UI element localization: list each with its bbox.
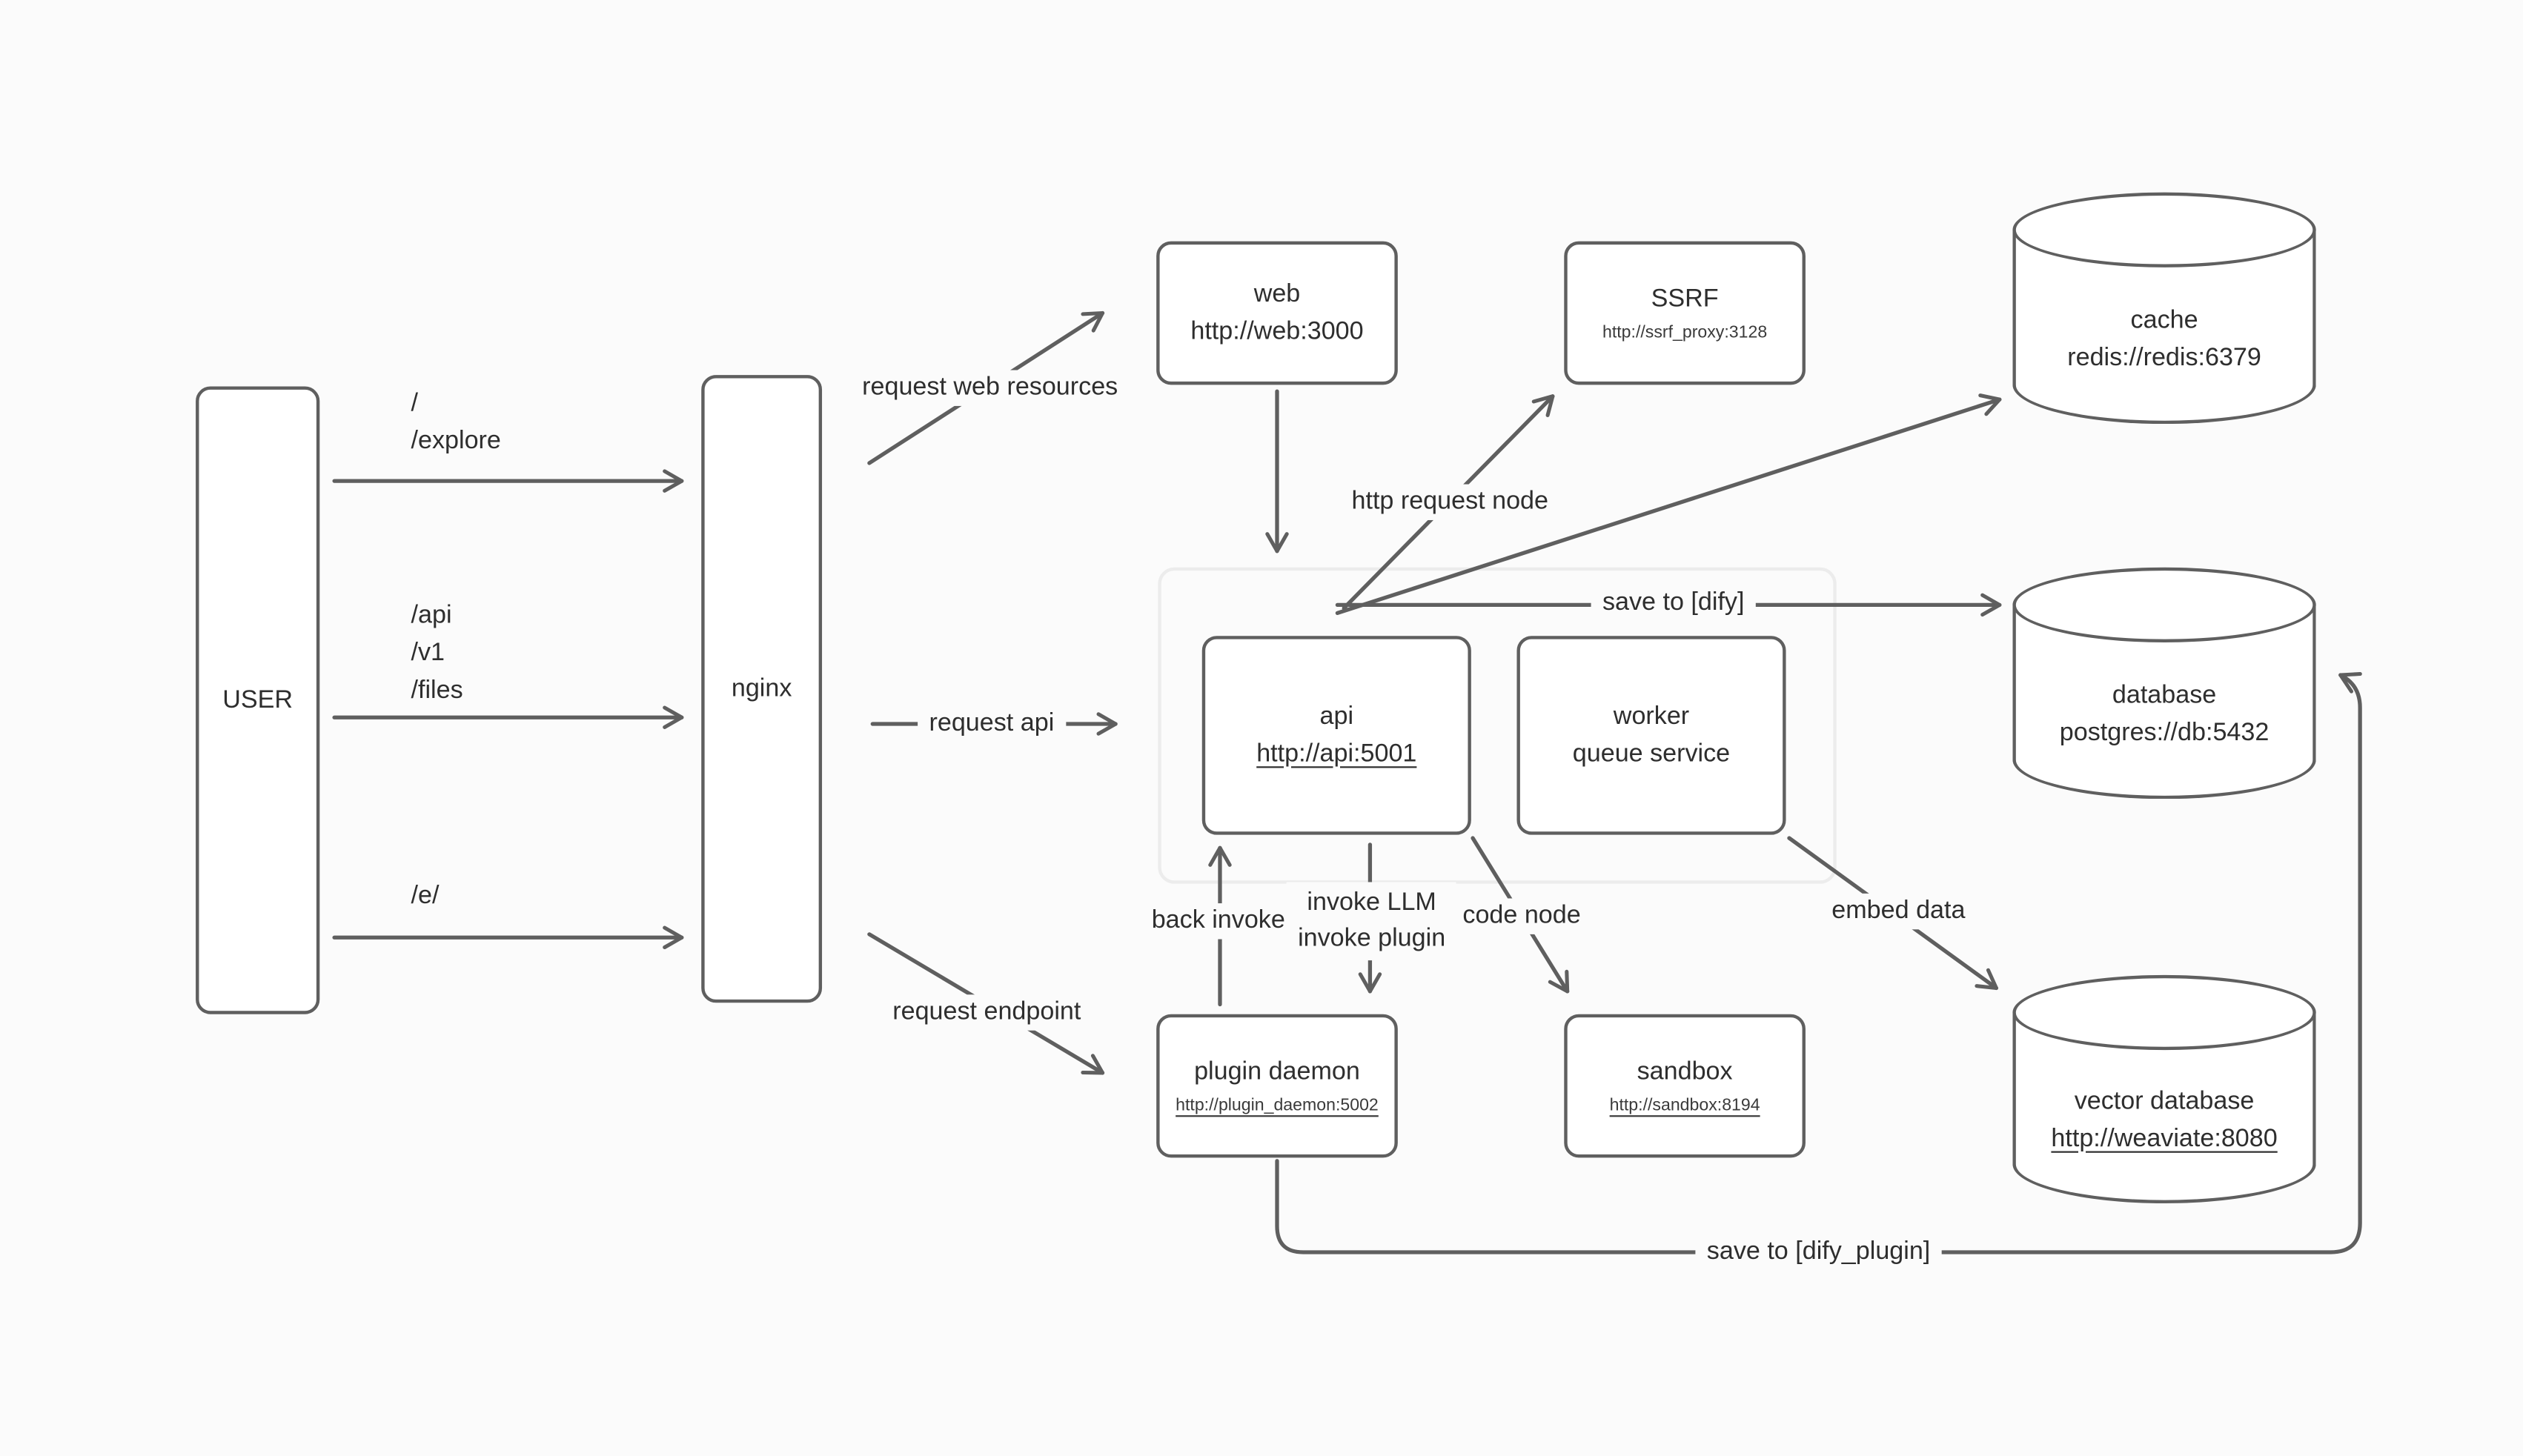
route-labels-e: /e/ — [411, 877, 440, 915]
cache-title: cache — [2130, 305, 2198, 334]
sandbox-node: sandbox http://sandbox:8194 — [1564, 1014, 1806, 1158]
edge-label-request-web-resources: request web resources — [850, 370, 1130, 406]
edge-label-code-node: code node — [1451, 898, 1593, 934]
cache-url: redis://redis:6379 — [2067, 343, 2261, 371]
plugin-daemon-node: plugin daemon http://plugin_daemon:5002 — [1156, 1014, 1398, 1158]
database-title: database — [2112, 680, 2217, 709]
nginx-node: nginx — [701, 375, 823, 1003]
route-api: /api — [411, 601, 452, 630]
edge-label-invoke-llm: invoke LLM — [1307, 888, 1436, 917]
nginx-label: nginx — [731, 674, 792, 702]
vector-database-title: vector database — [2074, 1086, 2255, 1115]
cache-node: cache redis://redis:6379 — [2012, 192, 2316, 425]
ssrf-node: SSRF http://ssrf_proxy:3128 — [1564, 241, 1806, 385]
edge-label-back-invoke: back invoke — [1140, 903, 1297, 940]
worker-subtitle: queue service — [1572, 739, 1731, 768]
edge-label-save-to-dify-plugin: save to [dify_plugin] — [1695, 1234, 1942, 1271]
worker-title: worker — [1613, 702, 1690, 730]
edge-label-invoke-plugin: invoke plugin — [1298, 924, 1446, 953]
api-title: api — [1319, 702, 1354, 730]
cylinder-top — [2012, 974, 2316, 1051]
web-title: web — [1253, 279, 1301, 308]
vector-database-node: vector database http://weaviate:8080 — [2012, 974, 2316, 1203]
sandbox-url: http://sandbox:8194 — [1609, 1094, 1760, 1115]
ssrf-url: http://ssrf_proxy:3128 — [1602, 322, 1768, 342]
edge-label-save-to-dify: save to [dify] — [1591, 585, 1756, 622]
edge-label-embed-data: embed data — [1820, 893, 1977, 930]
user-label: USER — [222, 685, 294, 714]
route-labels-api: /api /v1 /files — [411, 596, 463, 709]
database-node: database postgres://db:5432 — [2012, 567, 2316, 800]
route-explore: /explore — [411, 427, 501, 455]
web-url: http://web:3000 — [1190, 316, 1364, 345]
edge-label-http-request-node: http request node — [1340, 484, 1560, 520]
api-url: http://api:5001 — [1256, 739, 1417, 768]
edge-label-invoke: invoke LLM invoke plugin — [1286, 882, 1457, 961]
route-files: /files — [411, 677, 463, 705]
cylinder-top — [2012, 192, 2316, 267]
web-node: web http://web:3000 — [1156, 241, 1398, 385]
plugin-daemon-url: http://plugin_daemon:5002 — [1176, 1094, 1379, 1115]
route-e: /e/ — [411, 882, 440, 910]
vector-database-url: http://weaviate:8080 — [2051, 1124, 2278, 1152]
route-root: / — [411, 389, 419, 418]
plugin-daemon-title: plugin daemon — [1194, 1057, 1360, 1086]
worker-node: worker queue service — [1516, 636, 1786, 835]
ssrf-title: SSRF — [1651, 284, 1719, 313]
api-node: api http://api:5001 — [1201, 636, 1471, 835]
edge-label-request-api: request api — [918, 705, 1066, 742]
database-url: postgres://db:5432 — [2059, 718, 2270, 746]
route-labels-web: / /explore — [411, 385, 501, 459]
user-node: USER — [196, 386, 320, 1014]
route-v1: /v1 — [411, 639, 445, 668]
sandbox-title: sandbox — [1637, 1057, 1733, 1086]
cylinder-top — [2012, 567, 2316, 642]
edge-label-request-endpoint: request endpoint — [881, 994, 1093, 1031]
